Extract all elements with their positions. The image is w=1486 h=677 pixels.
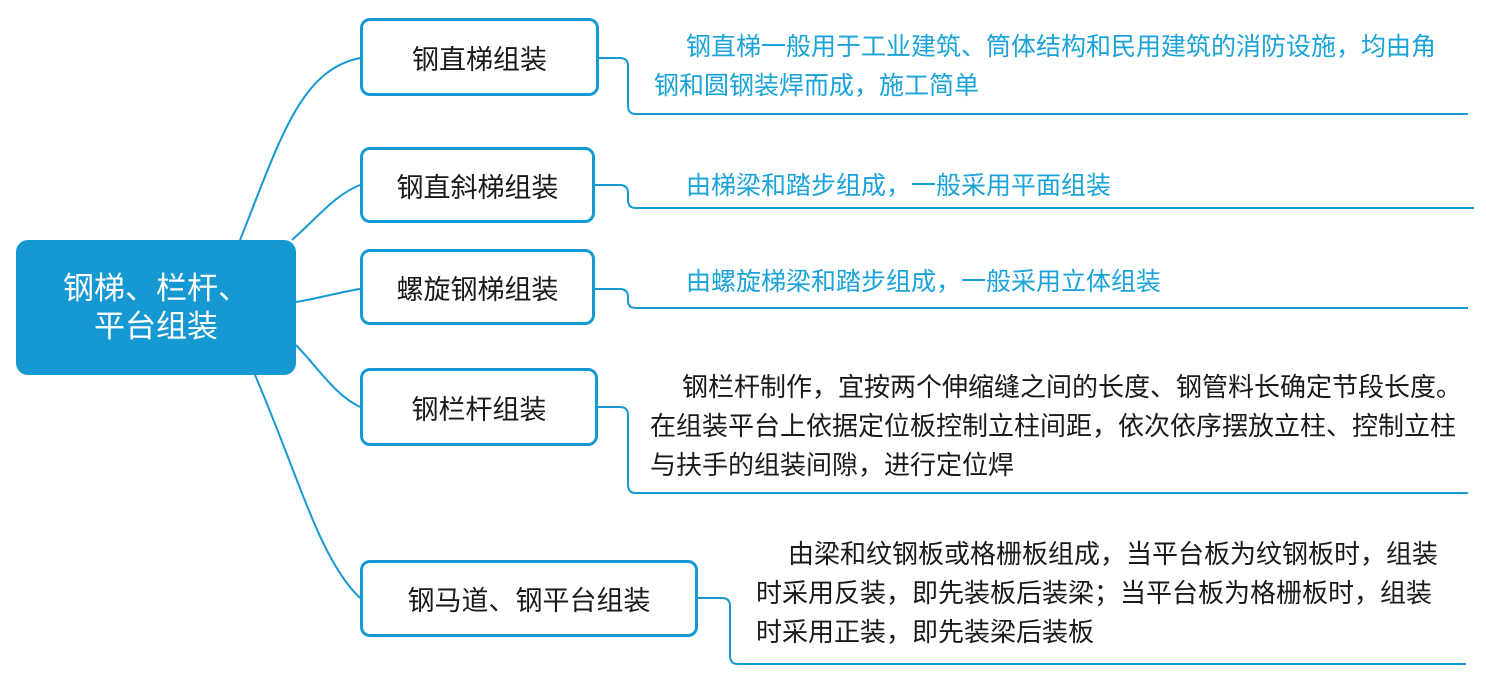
root-to-branch-3-line xyxy=(295,288,361,303)
branch-2-desc-line xyxy=(595,184,1474,209)
branch-3-description: 由螺旋梯梁和踏步组成，一般采用立体组装 xyxy=(686,267,1162,296)
branch-label: 钢直梯组装 xyxy=(412,44,547,76)
branch-node-steel-inclined-ladder: 钢直斜梯组装 xyxy=(360,147,595,223)
branch-label: 钢直斜梯组装 xyxy=(396,172,559,204)
branch-label: 钢栏杆组装 xyxy=(411,394,547,426)
root-label: 钢梯、栏杆、平台组装 xyxy=(63,270,249,345)
branch-5-description: 由梁和纹钢板或格栅板组成，当平台板为纹钢板时，组装时采用反装，即先装板后装梁；当… xyxy=(756,540,1439,648)
branch-1-desc-line xyxy=(599,57,1468,115)
branch-1-description: 钢直梯一般用于工业建筑、筒体结构和民用建筑的消防设施，均由角钢和圆钢装焊而成，施… xyxy=(654,32,1437,100)
branch-3-desc-line xyxy=(595,288,1468,309)
branch-label: 钢马道、钢平台组装 xyxy=(407,586,651,617)
branch-2-description: 由梯梁和踏步组成，一般采用平面组装 xyxy=(686,171,1112,200)
root-to-branch-4-line xyxy=(295,344,361,408)
root-to-branch-2-line xyxy=(291,184,361,241)
branch-node-steel-vertical-ladder: 钢直梯组装 xyxy=(360,18,599,96)
root-to-branch-5-line xyxy=(254,374,361,599)
root-to-branch-1-line xyxy=(239,57,361,241)
branch-label: 螺旋钢梯组装 xyxy=(396,274,559,306)
root-node: 钢梯、栏杆、平台组装 xyxy=(16,240,296,375)
branch-node-spiral-stair: 螺旋钢梯组装 xyxy=(360,249,595,325)
branch-4-description: 钢栏杆制作，宜按两个伸缩缝之间的长度、钢管料长确定节段长度。在组装平台上依据定位… xyxy=(650,373,1463,481)
branch-node-catwalk-platform: 钢马道、钢平台组装 xyxy=(360,560,698,637)
branch-5-desc-line xyxy=(698,597,1466,665)
branch-4-desc-line xyxy=(598,406,1468,494)
branch-node-steel-railing: 钢栏杆组装 xyxy=(360,368,598,446)
